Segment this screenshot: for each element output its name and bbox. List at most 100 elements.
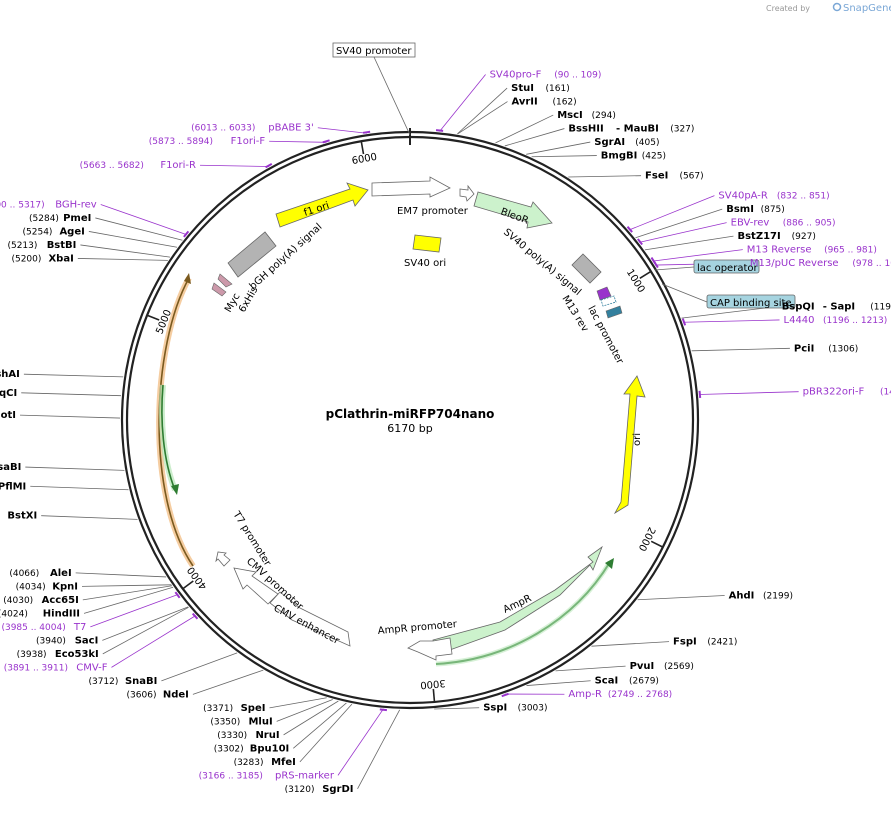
- cap-binding-boxed-label[interactable]: CAP binding site: [661, 283, 796, 309]
- primer-m13-puc-reverse[interactable]: M13/pUC Reverse(978 .. 1000): [750, 258, 891, 269]
- site-pos: (2199): [763, 592, 793, 602]
- site-bstbi[interactable]: BstBI(5213): [7, 240, 76, 251]
- site-pcii[interactable]: PciI(1306): [794, 343, 858, 354]
- primer-bgh-rev[interactable]: BGH-rev(5300 .. 5317): [0, 199, 97, 210]
- site-extra-name: - SapI: [823, 301, 855, 312]
- em7-promoter-label: EM7 promoter: [397, 206, 469, 217]
- site-agei[interactable]: AgeI(5254): [23, 226, 85, 237]
- cmv-promoter-arrow[interactable]: [233, 567, 279, 605]
- ampr-promoter-arrow[interactable]: [407, 637, 453, 661]
- site-nrui[interactable]: NruI(3330): [217, 730, 279, 741]
- ori-arrow[interactable]: [613, 375, 646, 515]
- lac-operator-boxed-label[interactable]: lac operator: [654, 259, 760, 274]
- site-acc65i[interactable]: Acc65I(4030): [3, 595, 79, 606]
- site-pos: (5200): [11, 254, 41, 264]
- primer-sv40pro-f[interactable]: SV40pro-F(90 .. 109): [490, 70, 602, 81]
- t7-promoter-arrow[interactable]: [215, 551, 231, 567]
- site-ndei[interactable]: NdeI(3606): [127, 689, 189, 700]
- site-bstz17i[interactable]: BstZ17I(927): [737, 231, 815, 242]
- cmv-enhancer-arrow[interactable]: [269, 591, 351, 647]
- site-bpu10i[interactable]: Bpu10I(3302): [214, 743, 290, 754]
- primer-f1ori-f[interactable]: F1ori-F(5873 .. 5894): [149, 136, 266, 147]
- site-kpni[interactable]: KpnI(4034): [16, 581, 78, 592]
- primer-t7[interactable]: T7(3985 .. 4004): [1, 622, 86, 633]
- site-ahdi[interactable]: AhdI(2199): [729, 591, 793, 602]
- primer-mark-pbr322ori-f: [698, 390, 702, 399]
- primer-f1ori-r[interactable]: F1ori-R(5663 .. 5682): [80, 160, 196, 171]
- 6xhis-arrow[interactable]: [211, 282, 227, 297]
- site-fspi[interactable]: FspI(2421): [673, 637, 737, 648]
- site-alei[interactable]: AleI(4066): [9, 568, 71, 579]
- primer-name: EBV-rev: [731, 218, 770, 229]
- lac-promoter-box[interactable]: [605, 305, 623, 319]
- site-mlui[interactable]: MluI(3350): [210, 716, 272, 727]
- site-pvui[interactable]: PvuI(2569): [630, 661, 694, 672]
- primer-prs-marker[interactable]: pRS-marker(3166 .. 3185): [199, 770, 335, 781]
- site-eco53ki[interactable]: Eco53kI(3938): [17, 649, 99, 660]
- site-bstxi[interactable]: BstXI(4284): [0, 511, 37, 522]
- primer-m13-reverse[interactable]: M13 Reverse(965 .. 981): [747, 245, 877, 256]
- sv40-ori-box[interactable]: [412, 234, 442, 253]
- site-bsabi[interactable]: BsaBI(4456): [0, 462, 21, 473]
- site-pmei[interactable]: PmeI(5284): [29, 213, 91, 224]
- site-saci[interactable]: SacI(3940): [36, 635, 98, 646]
- site-snabi[interactable]: SnaBI(3712): [88, 676, 157, 687]
- m13-rev-box[interactable]: [596, 286, 612, 301]
- primer-cmv-f[interactable]: CMV-F(3891 .. 3911): [4, 662, 108, 673]
- em7-small-arrow: [459, 184, 475, 202]
- site-sgrai[interactable]: SgrAI(405): [594, 137, 659, 148]
- sv40-promoter-boxed-label[interactable]: SV40 promoter: [332, 42, 416, 136]
- site-mfei[interactable]: MfeI(3283): [234, 757, 296, 768]
- site-sgrdi[interactable]: SgrDI(3120): [285, 784, 354, 795]
- site-bmgbi[interactable]: BmgBI(425): [601, 151, 666, 162]
- site-name: PciI: [794, 343, 814, 354]
- primer-l4440[interactable]: L4440(1196 .. 1213): [784, 315, 888, 326]
- site-stui[interactable]: StuI(161): [511, 83, 570, 94]
- site-sspi[interactable]: SspI(3003): [483, 703, 547, 714]
- em7-promoter-arrow[interactable]: [371, 176, 451, 198]
- site-noti[interactable]: NotI(4634): [0, 410, 16, 421]
- site-bsmi[interactable]: BsmI(875): [726, 204, 785, 215]
- primer-amp-r[interactable]: Amp-R(2749 .. 2768): [568, 689, 672, 700]
- site-pshai[interactable]: PshAI(4774): [0, 369, 20, 380]
- site-avrii[interactable]: AvrII(162): [511, 97, 576, 108]
- site-fsei[interactable]: FseI(567): [645, 171, 704, 182]
- site-name: AgeI: [59, 226, 84, 237]
- site-name: MluI: [248, 716, 272, 727]
- site-name: SpeI: [241, 703, 266, 714]
- f1-ori-arrow[interactable]: [275, 182, 369, 228]
- tick-3000: [432, 688, 436, 703]
- site-pos: (2421): [707, 638, 737, 648]
- site-bspqi[interactable]: BspQI- SapI(1190): [782, 301, 891, 312]
- ampr-promoter-label: AmpR promoter: [377, 619, 458, 637]
- sv40-polya-box[interactable]: [571, 253, 602, 284]
- primer-mark-ebv-rev: [637, 238, 643, 246]
- bgh-polya-box[interactable]: [227, 231, 277, 278]
- site-name: SgrDI: [322, 784, 353, 795]
- site-hindiii[interactable]: HindIII(4024): [0, 608, 80, 619]
- site-name: KpnI: [52, 581, 78, 592]
- site-bsshii[interactable]: BssHII- MauBI(327): [568, 124, 694, 135]
- primer-name: SV40pro-F: [490, 70, 542, 81]
- snapgene-logo-icon: [832, 2, 842, 12]
- primer-pbr322ori-f[interactable]: pBR322ori-F(1447 .. 1466): [803, 387, 891, 398]
- site-pflmi[interactable]: PflMI(4389): [0, 481, 26, 492]
- primer-ebv-rev[interactable]: EBV-rev(886 .. 905): [731, 218, 836, 229]
- site-msci[interactable]: MscI(294): [557, 110, 616, 121]
- site-spei[interactable]: SpeI(3371): [203, 703, 265, 714]
- lac-operator-mark: [600, 295, 617, 307]
- site-xbai[interactable]: XbaI(5200): [11, 253, 73, 264]
- credit-prefix: Created by: [766, 4, 810, 13]
- primer-pbabe-3[interactable]: pBABE 3'(6013 .. 6033): [191, 123, 314, 134]
- site-name: MscI: [557, 110, 583, 121]
- myc-arrow[interactable]: [217, 273, 233, 288]
- site-pos: (4066): [9, 569, 39, 579]
- primer-name: F1ori-F: [231, 136, 266, 147]
- site-paqci[interactable]: PaqCI(4710): [0, 388, 17, 399]
- sv40-ori-label: SV40 ori: [404, 258, 446, 269]
- plasmid-length: 6170 bp: [387, 422, 432, 435]
- site-name: BstZ17I: [737, 231, 780, 242]
- bleor-arrow[interactable]: [473, 191, 553, 229]
- site-scai[interactable]: ScaI(2679): [595, 676, 659, 687]
- primer-sv40pa-r[interactable]: SV40pA-R(832 .. 851): [718, 191, 829, 202]
